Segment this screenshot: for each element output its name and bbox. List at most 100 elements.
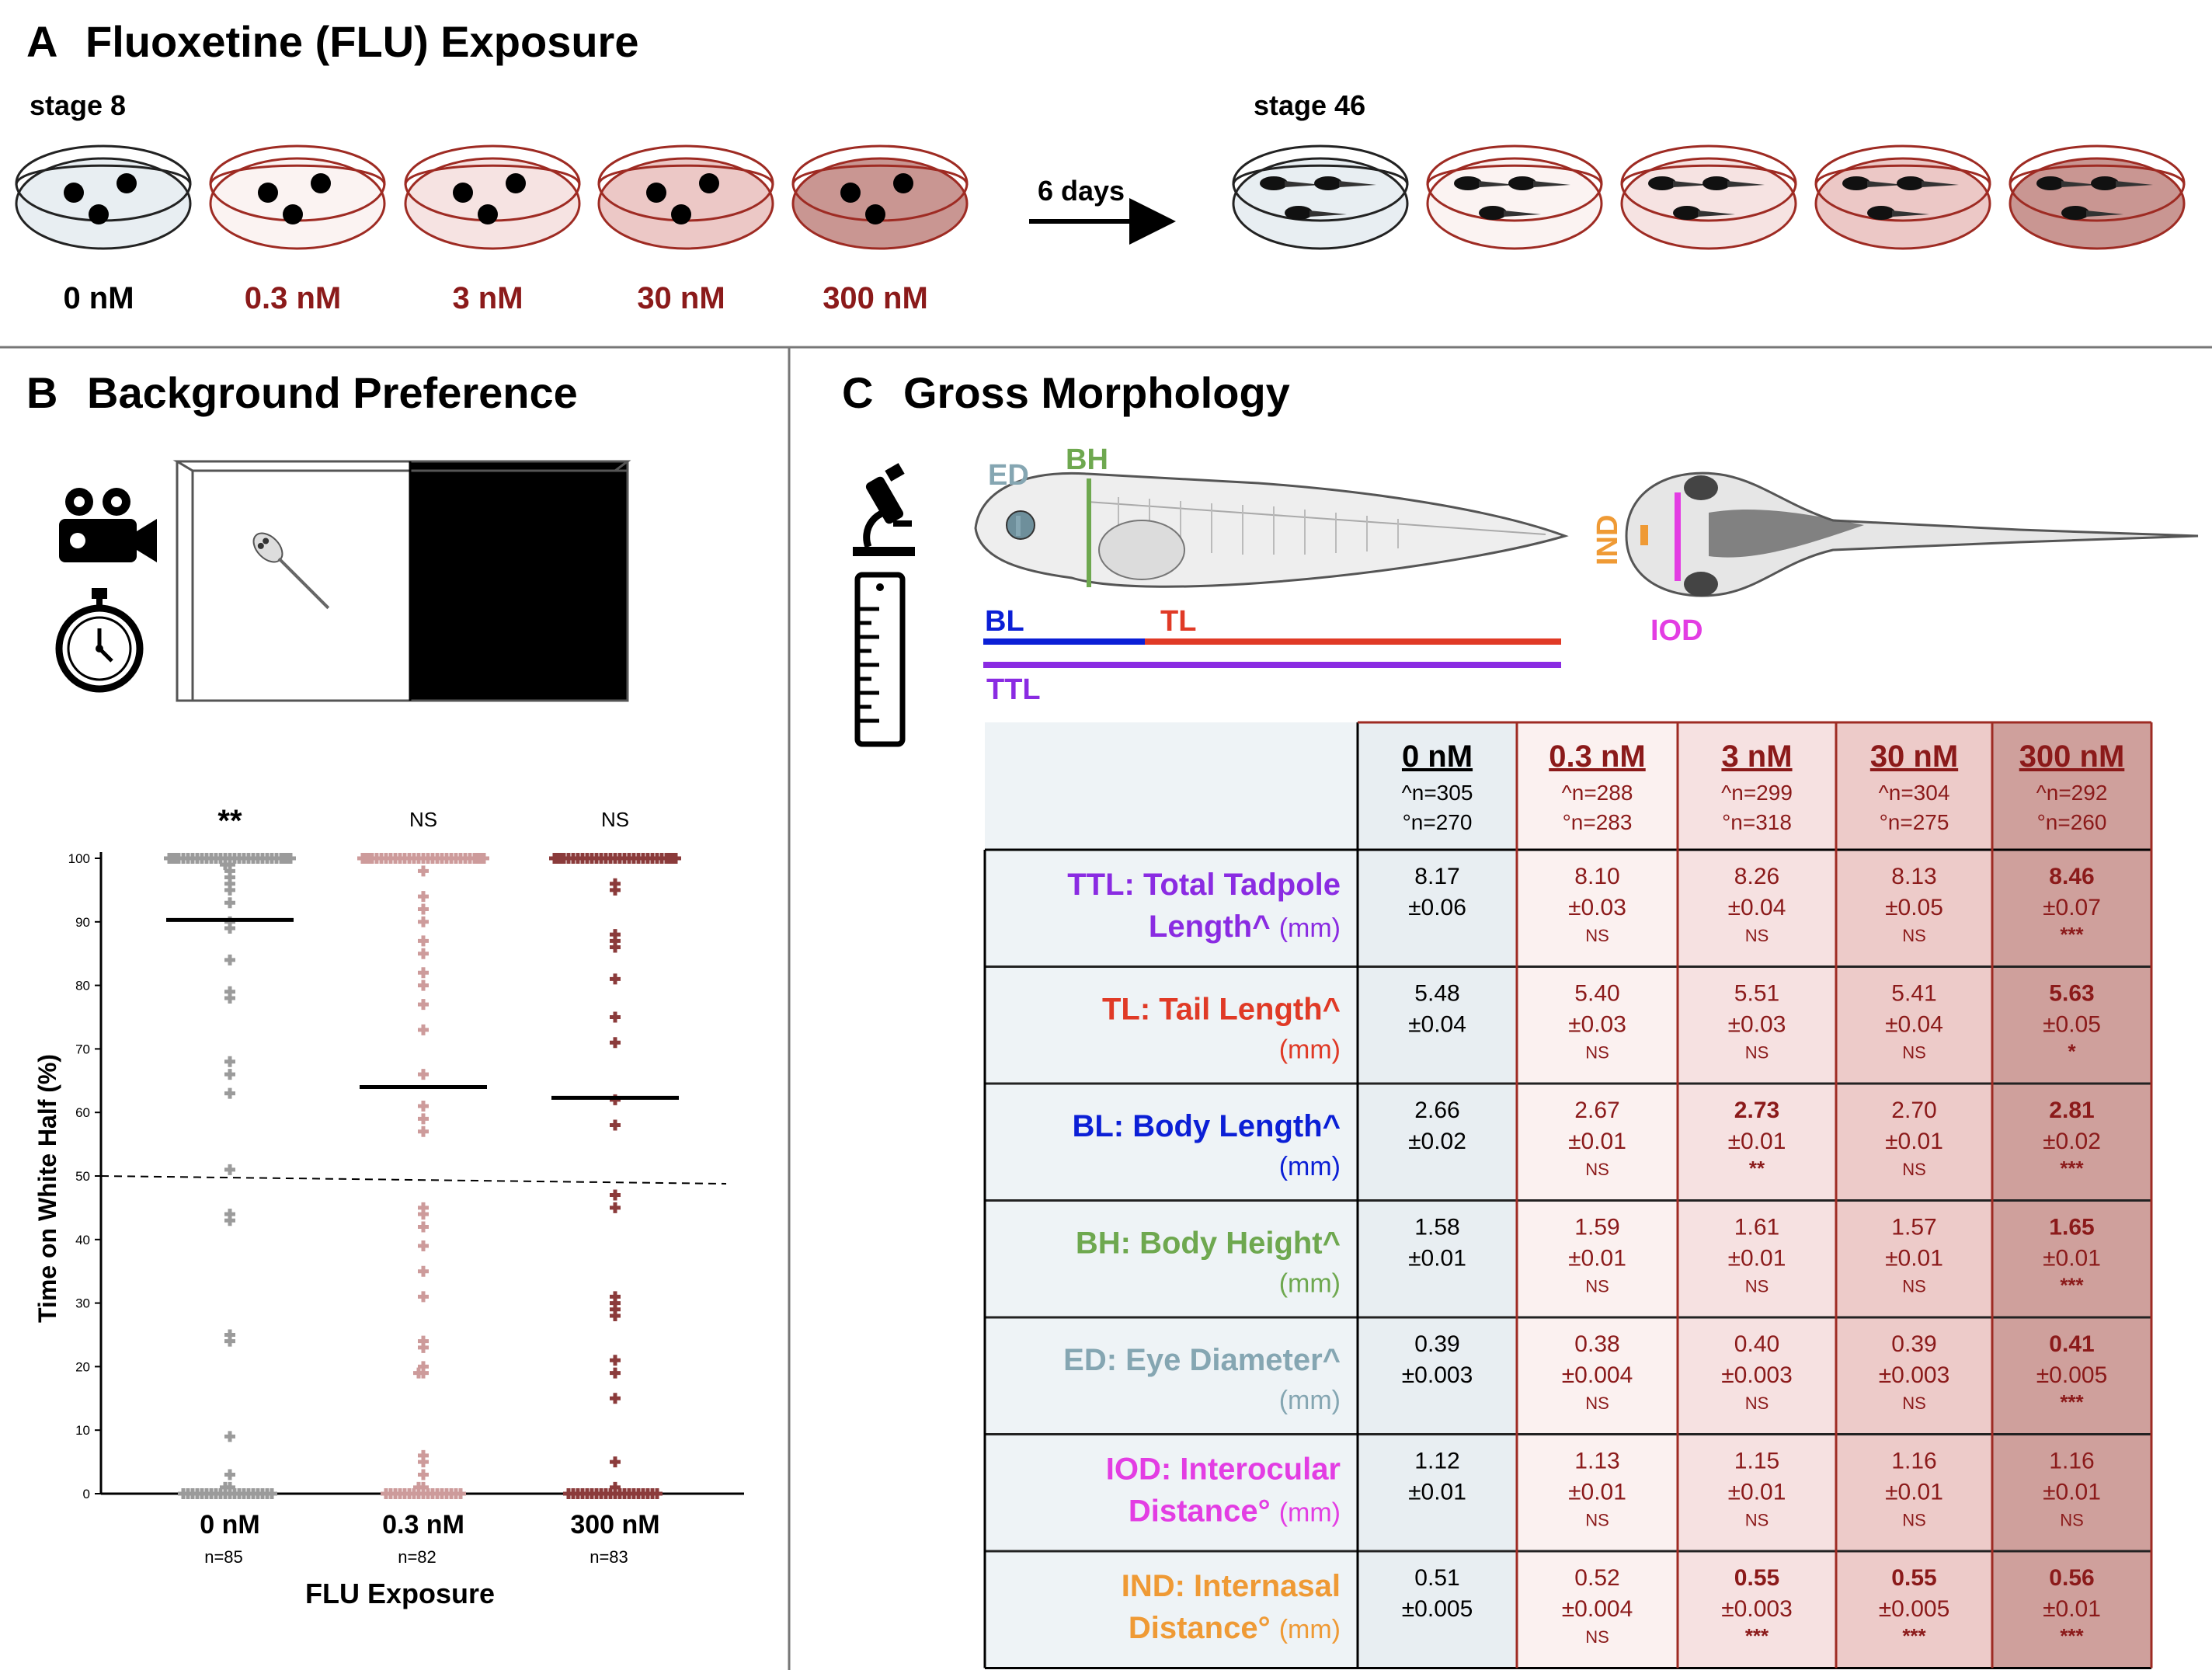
cell-significance: NS	[1745, 1043, 1769, 1063]
cell-error: ±0.01	[1568, 1480, 1626, 1505]
cell-significance: NS	[1585, 1393, 1609, 1413]
data-point	[610, 1456, 621, 1468]
cell-significance: NS	[1902, 1393, 1926, 1413]
column-n-caret: ^n=304	[1879, 781, 1950, 805]
data-point	[551, 853, 562, 864]
x-tick-label: 0.3 nM	[382, 1510, 464, 1540]
tadpole	[1314, 176, 1376, 190]
data-point	[418, 891, 429, 903]
cell-value: 8.17	[1414, 864, 1459, 889]
row-label-cell	[985, 1200, 1358, 1317]
cell-significance: ***	[2060, 1624, 2084, 1647]
cell-significance: NS	[1745, 1277, 1769, 1296]
data-point	[610, 941, 621, 953]
ind-label: IND	[1591, 515, 1624, 565]
column-n-degree: °n=275	[1880, 810, 1949, 834]
row-label-cell	[985, 1551, 1358, 1668]
stage-end-label: stage 46	[1254, 89, 1365, 121]
cell-error: ±0.004	[1562, 1596, 1633, 1622]
data-point	[455, 1488, 466, 1499]
petri-dish-eggs	[791, 144, 969, 250]
cell-error: ±0.01	[2043, 1596, 2101, 1622]
tadpole	[1867, 206, 1929, 220]
bl-label: BL	[985, 605, 1024, 638]
egg	[893, 173, 913, 193]
significance-label: NS	[409, 808, 437, 831]
cell-error: ±0.005	[1879, 1596, 1950, 1622]
data-point	[418, 935, 429, 947]
cell-significance: NS	[1745, 1511, 1769, 1530]
cell-significance: NS	[1585, 926, 1609, 945]
cell-value: 0.55	[1734, 1565, 1779, 1591]
cell-error: ±0.01	[1728, 1246, 1786, 1272]
concentration-label: 3 nM	[452, 281, 523, 315]
iod-label: IOD	[1650, 614, 1703, 647]
tadpole	[1285, 206, 1347, 220]
data-point	[224, 1087, 235, 1099]
column-fill	[1678, 722, 1836, 1668]
petri-dish-tadpoles	[1814, 144, 1991, 250]
data-point	[224, 1164, 235, 1175]
data-point	[418, 948, 429, 959]
row-unit: (mm)	[1279, 1152, 1341, 1181]
data-point	[220, 859, 231, 871]
cell-significance: ***	[2060, 1157, 2084, 1180]
cell-error: ±0.003	[1721, 1596, 1793, 1622]
column-n-degree: °n=318	[1722, 810, 1792, 834]
row-label: BH: Body Height^	[1076, 1226, 1341, 1261]
row-unit: (mm)	[1279, 1035, 1341, 1065]
cell-value: 8.10	[1574, 864, 1619, 889]
egg	[453, 183, 473, 203]
stage-start-label: stage 8	[30, 89, 126, 121]
x-tick-label: 0 nM	[200, 1510, 259, 1540]
data-point	[418, 1456, 429, 1468]
egg	[646, 183, 666, 203]
cell-significance: *	[2068, 1040, 2076, 1063]
data-point	[224, 1056, 235, 1067]
cell-error: ±0.01	[1568, 1129, 1626, 1154]
group-n-label: n=83	[590, 1547, 628, 1567]
cell-error: ±0.01	[1885, 1246, 1943, 1272]
tadpole	[2061, 206, 2123, 220]
egg	[699, 173, 719, 193]
concentration-label: 30 nM	[637, 281, 725, 315]
data-point	[224, 992, 235, 1004]
cell-value: 8.13	[1891, 864, 1936, 889]
cell-value: 2.81	[2049, 1098, 2094, 1123]
cell-error: ±0.01	[2043, 1246, 2101, 1272]
cell-error: ±0.005	[2036, 1362, 2108, 1388]
egg-dishes	[15, 144, 969, 250]
row-label-cell	[985, 1084, 1358, 1201]
y-tick-label: 0	[83, 1487, 90, 1501]
cell-value: 1.16	[2049, 1449, 2094, 1474]
data-point	[418, 1113, 429, 1125]
petri-dish-eggs	[209, 144, 386, 250]
tadpole	[1479, 206, 1541, 220]
dorsal-tadpole-illustration	[1625, 471, 2199, 597]
cell-value: 0.55	[1891, 1565, 1936, 1591]
cell-error: ±0.01	[1885, 1480, 1943, 1505]
tadpole-in-tank	[252, 532, 330, 610]
panel-b-title: Background Preference	[87, 368, 578, 417]
tadpole-dishes	[1232, 144, 2186, 250]
cell-significance: NS	[1902, 1160, 1926, 1179]
egg	[671, 204, 691, 224]
data-point	[224, 884, 235, 896]
cell-significance: NS	[1585, 1043, 1609, 1063]
data-point	[418, 916, 429, 927]
data-point	[224, 1469, 235, 1480]
cell-significance: ***	[2060, 1390, 2084, 1414]
test-tank-illustration	[172, 460, 631, 702]
y-tick-label: 100	[68, 851, 90, 866]
data-point	[284, 853, 295, 864]
cell-significance: **	[1749, 1157, 1765, 1180]
cell-significance: NS	[1585, 1160, 1609, 1179]
data-point	[224, 922, 235, 934]
egg	[117, 173, 137, 193]
data-point	[418, 999, 429, 1011]
row-label-cell	[985, 966, 1358, 1084]
row-label: BL: Body Length^	[1072, 1109, 1341, 1143]
video-camera-icon	[59, 488, 157, 562]
